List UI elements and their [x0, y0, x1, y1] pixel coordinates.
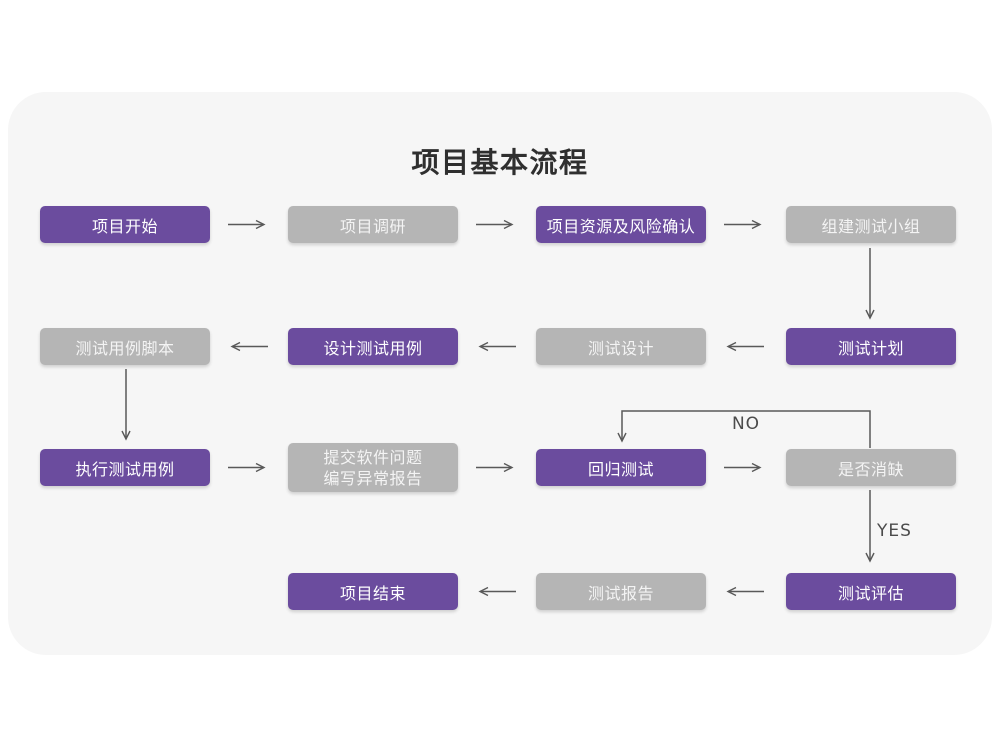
- node-submit-issue-report: 提交软件问题 编写异常报告: [288, 443, 458, 492]
- node-test-evaluate: 测试评估: [786, 573, 956, 610]
- node-project-research: 项目调研: [288, 206, 458, 243]
- node-test-report: 测试报告: [536, 573, 706, 610]
- flowchart-card: [8, 92, 992, 655]
- node-label: 项目资源及风险确认: [546, 216, 696, 236]
- node-design-test-case: 设计测试用例: [288, 328, 458, 365]
- node-label: 测试用例脚本: [75, 338, 175, 358]
- edge-label-no: NO: [731, 414, 761, 434]
- node-label: 是否消缺: [837, 459, 904, 479]
- node-label: 测试评估: [837, 583, 904, 603]
- node-execute-test-case: 执行测试用例: [40, 449, 210, 486]
- node-label: 项目结束: [339, 583, 406, 603]
- node-resources-risk-confirm: 项目资源及风险确认: [536, 206, 706, 243]
- edge-label-yes: YES: [877, 521, 912, 541]
- node-test-design: 测试设计: [536, 328, 706, 365]
- node-test-case-script: 测试用例脚本: [40, 328, 210, 365]
- node-label: 项目调研: [339, 216, 406, 236]
- node-build-test-team: 组建测试小组: [786, 206, 956, 243]
- node-label: 测试计划: [837, 338, 904, 358]
- node-label: 设计测试用例: [323, 338, 423, 358]
- node-label: 回归测试: [587, 459, 654, 479]
- node-test-plan: 测试计划: [786, 328, 956, 365]
- node-label: 组建测试小组: [821, 216, 921, 236]
- node-project-end: 项目结束: [288, 573, 458, 610]
- node-label: 测试报告: [587, 583, 654, 603]
- node-label-line1: 提交软件问题: [323, 447, 423, 467]
- node-label-line2: 编写异常报告: [323, 468, 423, 488]
- node-label: 测试设计: [587, 338, 654, 358]
- node-label: 执行测试用例: [75, 459, 175, 479]
- node-regression-test: 回归测试: [536, 449, 706, 486]
- node-label: 项目开始: [91, 216, 158, 236]
- diagram-title: 项目基本流程: [411, 146, 589, 179]
- node-defect-cleared-check: 是否消缺: [786, 449, 956, 486]
- node-project-start: 项目开始: [40, 206, 210, 243]
